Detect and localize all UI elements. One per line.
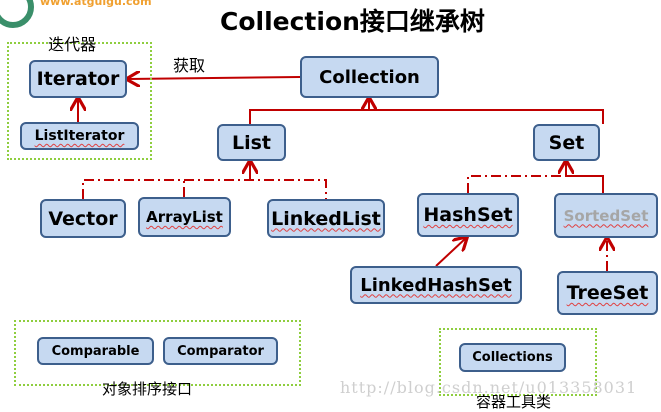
node-linked-hash-set[interactable]: LinkedHashSet (350, 266, 522, 304)
node-tree-set-label: TreeSet (566, 282, 649, 304)
diagram-title: Collection接口继承树 (220, 7, 485, 36)
compare-group-frame (14, 320, 301, 386)
node-collections[interactable]: Collections (459, 343, 566, 372)
node-set-label: Set (548, 131, 585, 154)
get-edge-label: 获取 (173, 56, 206, 75)
node-sorted-set[interactable]: SortedSet (554, 193, 658, 238)
node-list-iterator-label: ListIterator (34, 128, 125, 144)
edge-list-impls (82, 179, 327, 199)
node-vector-label: Vector (48, 207, 118, 230)
node-comparator-label: Comparator (177, 343, 264, 359)
edge-hashset-set (467, 175, 566, 193)
logo-text: www.atguigu.com (40, 0, 152, 8)
node-comparable-label: Comparable (51, 343, 140, 359)
edge-linkedhashset-hashset (435, 238, 466, 267)
node-collections-label: Collections (472, 350, 553, 365)
node-collection-label: Collection (319, 66, 420, 88)
node-sorted-set-label: SortedSet (563, 206, 649, 225)
iterator-group-frame (7, 42, 152, 160)
node-vector[interactable]: Vector (40, 199, 126, 238)
edge-list-collection (249, 109, 604, 124)
iterator-group-label: 迭代器 (48, 35, 97, 54)
node-linked-hash-set-label: LinkedHashSet (360, 274, 512, 296)
node-set[interactable]: Set (533, 124, 600, 161)
node-array-list-label: ArrayList (146, 208, 223, 226)
node-tree-set[interactable]: TreeSet (557, 271, 658, 315)
node-array-list[interactable]: ArrayList (138, 197, 231, 237)
node-comparator[interactable]: Comparator (163, 337, 278, 365)
node-iterator[interactable]: Iterator (29, 60, 127, 98)
node-list-iterator[interactable]: ListIterator (20, 122, 139, 150)
tools-group-frame (439, 328, 597, 396)
node-hash-set[interactable]: HashSet (417, 193, 519, 237)
node-iterator-label: Iterator (36, 68, 120, 90)
node-list[interactable]: List (217, 124, 286, 161)
node-linked-list-label: LinkedList (271, 207, 381, 230)
node-collection[interactable]: Collection (300, 56, 439, 98)
node-comparable[interactable]: Comparable (37, 337, 154, 365)
edge-collection-iterator (128, 77, 301, 79)
node-linked-list[interactable]: LinkedList (267, 199, 385, 238)
edge-sortedset-set (566, 175, 604, 193)
logo (0, 0, 34, 28)
watermark: http://blog.csdn.net/u013358031 (340, 378, 638, 397)
node-hash-set-label: HashSet (423, 204, 513, 226)
compare-group-label: 对象排序接口 (102, 380, 193, 398)
node-list-label: List (231, 131, 271, 154)
tools-group-label: 容器工具类 (476, 393, 552, 411)
